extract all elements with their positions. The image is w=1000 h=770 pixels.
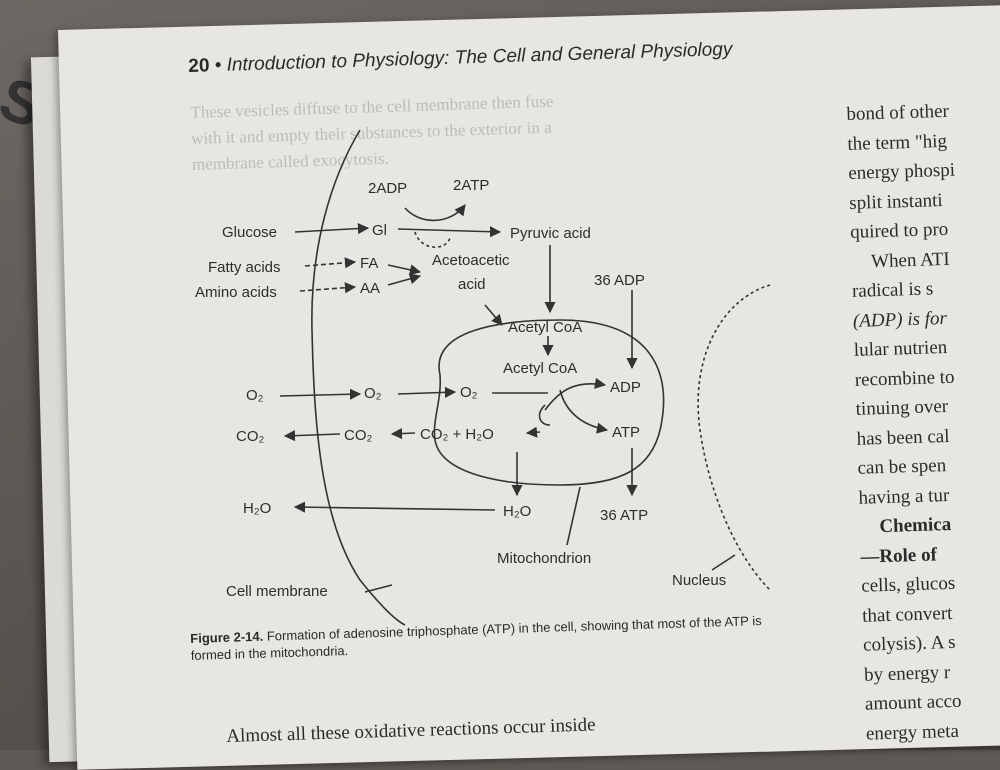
krebs-circle — [538, 404, 551, 426]
label-co2-middle: CO₂ — [344, 427, 373, 444]
glucose-arrow — [294, 222, 370, 235]
amino-acids-arrow — [299, 282, 357, 294]
o2-arrow-2 — [397, 386, 457, 398]
label-co2-h2o: CO₂ + H₂O — [420, 426, 494, 443]
nucleus-boundary — [697, 284, 771, 591]
label-o2-inner: O₂ — [460, 384, 478, 401]
acetoacetic-to-acetyl-arrow — [484, 304, 503, 326]
label-atp: ATP — [612, 424, 640, 441]
krebs-curve-2 — [559, 389, 609, 434]
adp-atp-cycle — [404, 204, 466, 222]
label-36-adp: 36 ADP — [594, 272, 645, 289]
co2-arrow-2 — [390, 427, 416, 440]
label-36-atp: 36 ATP — [600, 507, 648, 524]
label-co2-outer: CO₂ — [236, 428, 265, 445]
fa-to-acetoacetic-arrow — [387, 264, 422, 276]
h2o-out-arrow — [293, 501, 496, 513]
label-acetyl-coa-inner: Acetyl CoA — [503, 360, 577, 377]
label-adp: ADP — [610, 379, 641, 396]
atp-formation-diagram: 2ADP 2ATP Glucose Gl Pyruvic acid Fatty … — [195, 129, 771, 626]
label-gl: Gl — [372, 222, 387, 239]
mitochondrion-outline — [433, 319, 665, 486]
co2-arrow-3 — [525, 426, 541, 438]
label-2adp: 2ADP — [368, 180, 407, 197]
mitochondrion-leader — [566, 486, 581, 546]
label-pyruvic: Pyruvic acid — [510, 225, 591, 242]
membrane-leader — [364, 584, 393, 593]
label-nucleus: Nucleus — [672, 572, 726, 589]
cell-membrane-line — [311, 129, 406, 626]
label-acetoacetic: Acetoacetic — [432, 252, 510, 269]
label-h2o-inner: H₂O — [503, 503, 531, 520]
label-glucose: Glucose — [222, 224, 277, 241]
adp-atp-loop — [414, 231, 451, 248]
label-fatty-acids: Fatty acids — [208, 259, 281, 276]
label-mitochondrion: Mitochondrion — [497, 550, 591, 567]
krebs-curve-1 — [544, 377, 607, 411]
label-h2o-outer: H₂O — [243, 500, 271, 517]
label-cell-membrane: Cell membrane — [226, 583, 328, 600]
co2-arrow-1 — [283, 430, 341, 442]
o2-arrow-1 — [279, 388, 362, 400]
fatty-acids-arrow — [304, 257, 357, 269]
gl-to-pyruvic-arrow — [397, 226, 502, 238]
label-o2-middle: O₂ — [364, 385, 382, 402]
label-acetyl-coa-outer: Acetyl CoA — [508, 319, 582, 336]
nucleus-leader — [711, 554, 736, 571]
label-acetoacetic-acid: acid — [458, 276, 486, 293]
label-o2-outer: O₂ — [246, 387, 264, 404]
label-aa: AA — [360, 280, 380, 297]
label-amino-acids: Amino acids — [195, 284, 277, 301]
caption-label: Figure 2-14. — [190, 628, 264, 646]
aa-to-acetoacetic-arrow — [387, 273, 422, 286]
label-2atp: 2ATP — [453, 177, 489, 194]
label-fa: FA — [360, 255, 378, 272]
